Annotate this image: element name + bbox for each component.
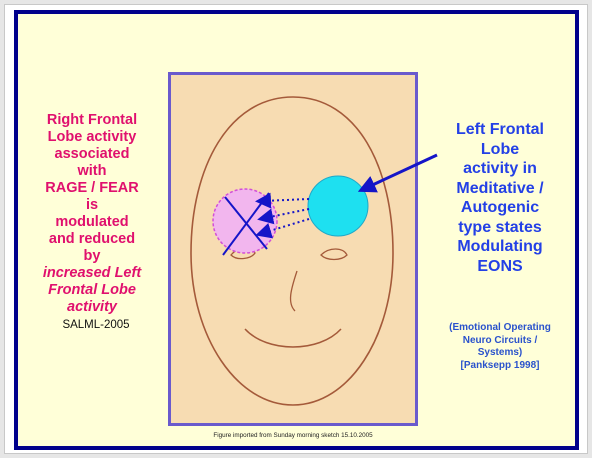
note-line: (Emotional Operating [422, 322, 578, 335]
left-text-line: and reduced [32, 231, 152, 248]
figure-caption: Figure imported from Sunday morning sket… [168, 432, 418, 439]
eons-reference-note: (Emotional Operating Neuro Circuits / Sy… [422, 322, 578, 372]
mouth [245, 329, 341, 347]
left-frontal-lobe-description: Left Frontal Lobe activity in Meditative… [422, 120, 578, 276]
slide: Right Frontal Lobe activity associated w… [14, 10, 579, 450]
left-text-line: Lobe activity [32, 129, 152, 146]
left-text-line: with [32, 163, 152, 180]
face-sketch-drawing [171, 75, 415, 423]
right-text-line: Meditative / [422, 179, 578, 199]
left-text-line: by [32, 248, 152, 265]
right-eye [321, 249, 347, 260]
right-text-line: Autogenic [422, 198, 578, 218]
face-outline [191, 97, 393, 405]
face-sketch [168, 72, 418, 426]
left-text-line: associated [32, 146, 152, 163]
right-text-line: activity in [422, 159, 578, 179]
left-text-emphasis: activity [32, 299, 152, 316]
right-text-line: Lobe [422, 140, 578, 160]
left-text-line: Right Frontal [32, 112, 152, 129]
right-text-line: type states [422, 218, 578, 238]
left-frontal-lobe-circle [308, 176, 368, 236]
right-frontal-lobe-description: Right Frontal Lobe activity associated w… [32, 112, 152, 316]
author-credit: SALML-2005 [26, 319, 166, 331]
note-line: [Panksepp 1998] [422, 360, 578, 373]
right-text-line: Left Frontal [422, 120, 578, 140]
left-text-line: modulated [32, 214, 152, 231]
note-line: Systems) [422, 347, 578, 360]
dotted-connector-arrow [263, 199, 309, 201]
left-text-line: RAGE / FEAR [32, 180, 152, 197]
right-text-line: EONS [422, 257, 578, 277]
note-line: Neuro Circuits / [422, 335, 578, 348]
left-text-emphasis: increased Left [32, 265, 152, 282]
left-text-emphasis: Frontal Lobe [32, 282, 152, 299]
left-text-line: is [32, 197, 152, 214]
nose [291, 271, 297, 311]
right-text-line: Modulating [422, 237, 578, 257]
